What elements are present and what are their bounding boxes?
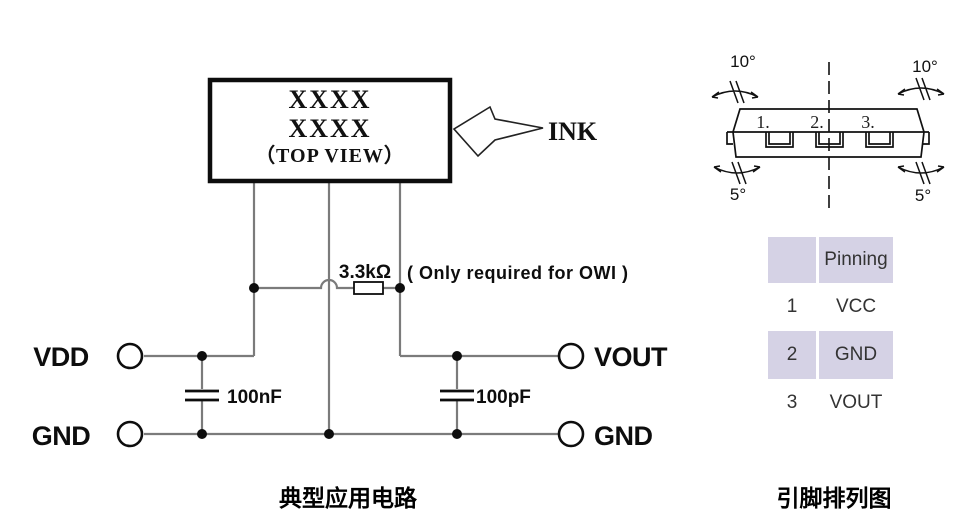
chip-marking-line2: XXXX: [288, 114, 372, 143]
angle-markers: [711, 77, 945, 185]
terminal-label-gnd-left: GND: [31, 421, 91, 451]
pin-table-column-gap: [816, 331, 819, 379]
angle-label-top-left: 10°: [730, 52, 756, 71]
pin-table-row-3: 3 VOUT: [768, 379, 893, 427]
cap-100nF-label: 100nF: [227, 387, 282, 408]
terminal-label-vdd: VDD: [33, 342, 89, 372]
pin-number-cell: 3: [786, 392, 798, 414]
pin-table-column-gap: [816, 379, 819, 427]
pin-name-cell: VCC: [835, 296, 877, 318]
angle-marker-bottom-right: [897, 161, 945, 185]
pin-table-row-2: 2 GND: [768, 331, 893, 379]
angle-label-bottom-right: 5°: [914, 186, 932, 205]
resistor-icon: [353, 281, 384, 295]
pin-number-cell: 1: [786, 296, 798, 318]
package-pin1-label: 1.: [756, 112, 770, 132]
capacitor-100pF-icon: [440, 389, 474, 402]
pin-table-header-row: Pinning: [768, 237, 893, 283]
pin-table-row-1: 1 VCC: [768, 283, 893, 331]
chip-top-view-label: （TOP VIEW）: [255, 145, 405, 167]
angle-label-top-right: 10°: [912, 57, 938, 76]
junction-dots: [197, 283, 462, 439]
capacitor-100nF-icon: [185, 389, 219, 402]
pin-table-header-cell: Pinning: [819, 237, 893, 283]
package-pin2-label: 2.: [810, 112, 824, 132]
caption-pin-arrangement: 引脚排列图: [776, 485, 892, 511]
angle-marker-top-left: [711, 80, 759, 104]
pin-name-cell: GND: [819, 331, 893, 379]
angle-marker-bottom-left: [713, 161, 761, 185]
pin-table-header-empty-cell: [768, 237, 816, 283]
ink-arrow-icon: [452, 105, 544, 158]
package-right-tab: [923, 132, 930, 145]
terminal-circles: [116, 342, 585, 448]
terminal-label-gnd-right: GND: [594, 421, 653, 451]
pin-table: Pinning 1 VCC 2 GND 3 VOUT: [768, 237, 893, 427]
terminal-label-vout: VOUT: [594, 342, 668, 372]
pin-name-cell: VOUT: [829, 392, 883, 414]
angle-marker-top-right: [897, 77, 945, 101]
ic-box-outline: [207, 77, 453, 184]
ink-label: INK: [548, 117, 598, 146]
pin-table-column-gap: [816, 237, 819, 283]
package-left-tab: [726, 132, 733, 145]
caption-typical-application: 典型应用电路: [279, 485, 417, 511]
package-pin3-label: 3.: [861, 112, 875, 132]
angle-label-bottom-left: 5°: [729, 185, 747, 204]
resistor-value-label: 3.3kΩ: [338, 262, 392, 283]
package-drawing: [726, 62, 930, 212]
pin-number-cell: 2: [768, 331, 816, 379]
cap-100pF-label: 100pF: [476, 387, 531, 408]
owi-note-label: ( Only required for OWI ): [407, 263, 629, 283]
pin-table-column-gap: [816, 283, 819, 331]
chip-marking-line1: XXXX: [288, 85, 372, 114]
